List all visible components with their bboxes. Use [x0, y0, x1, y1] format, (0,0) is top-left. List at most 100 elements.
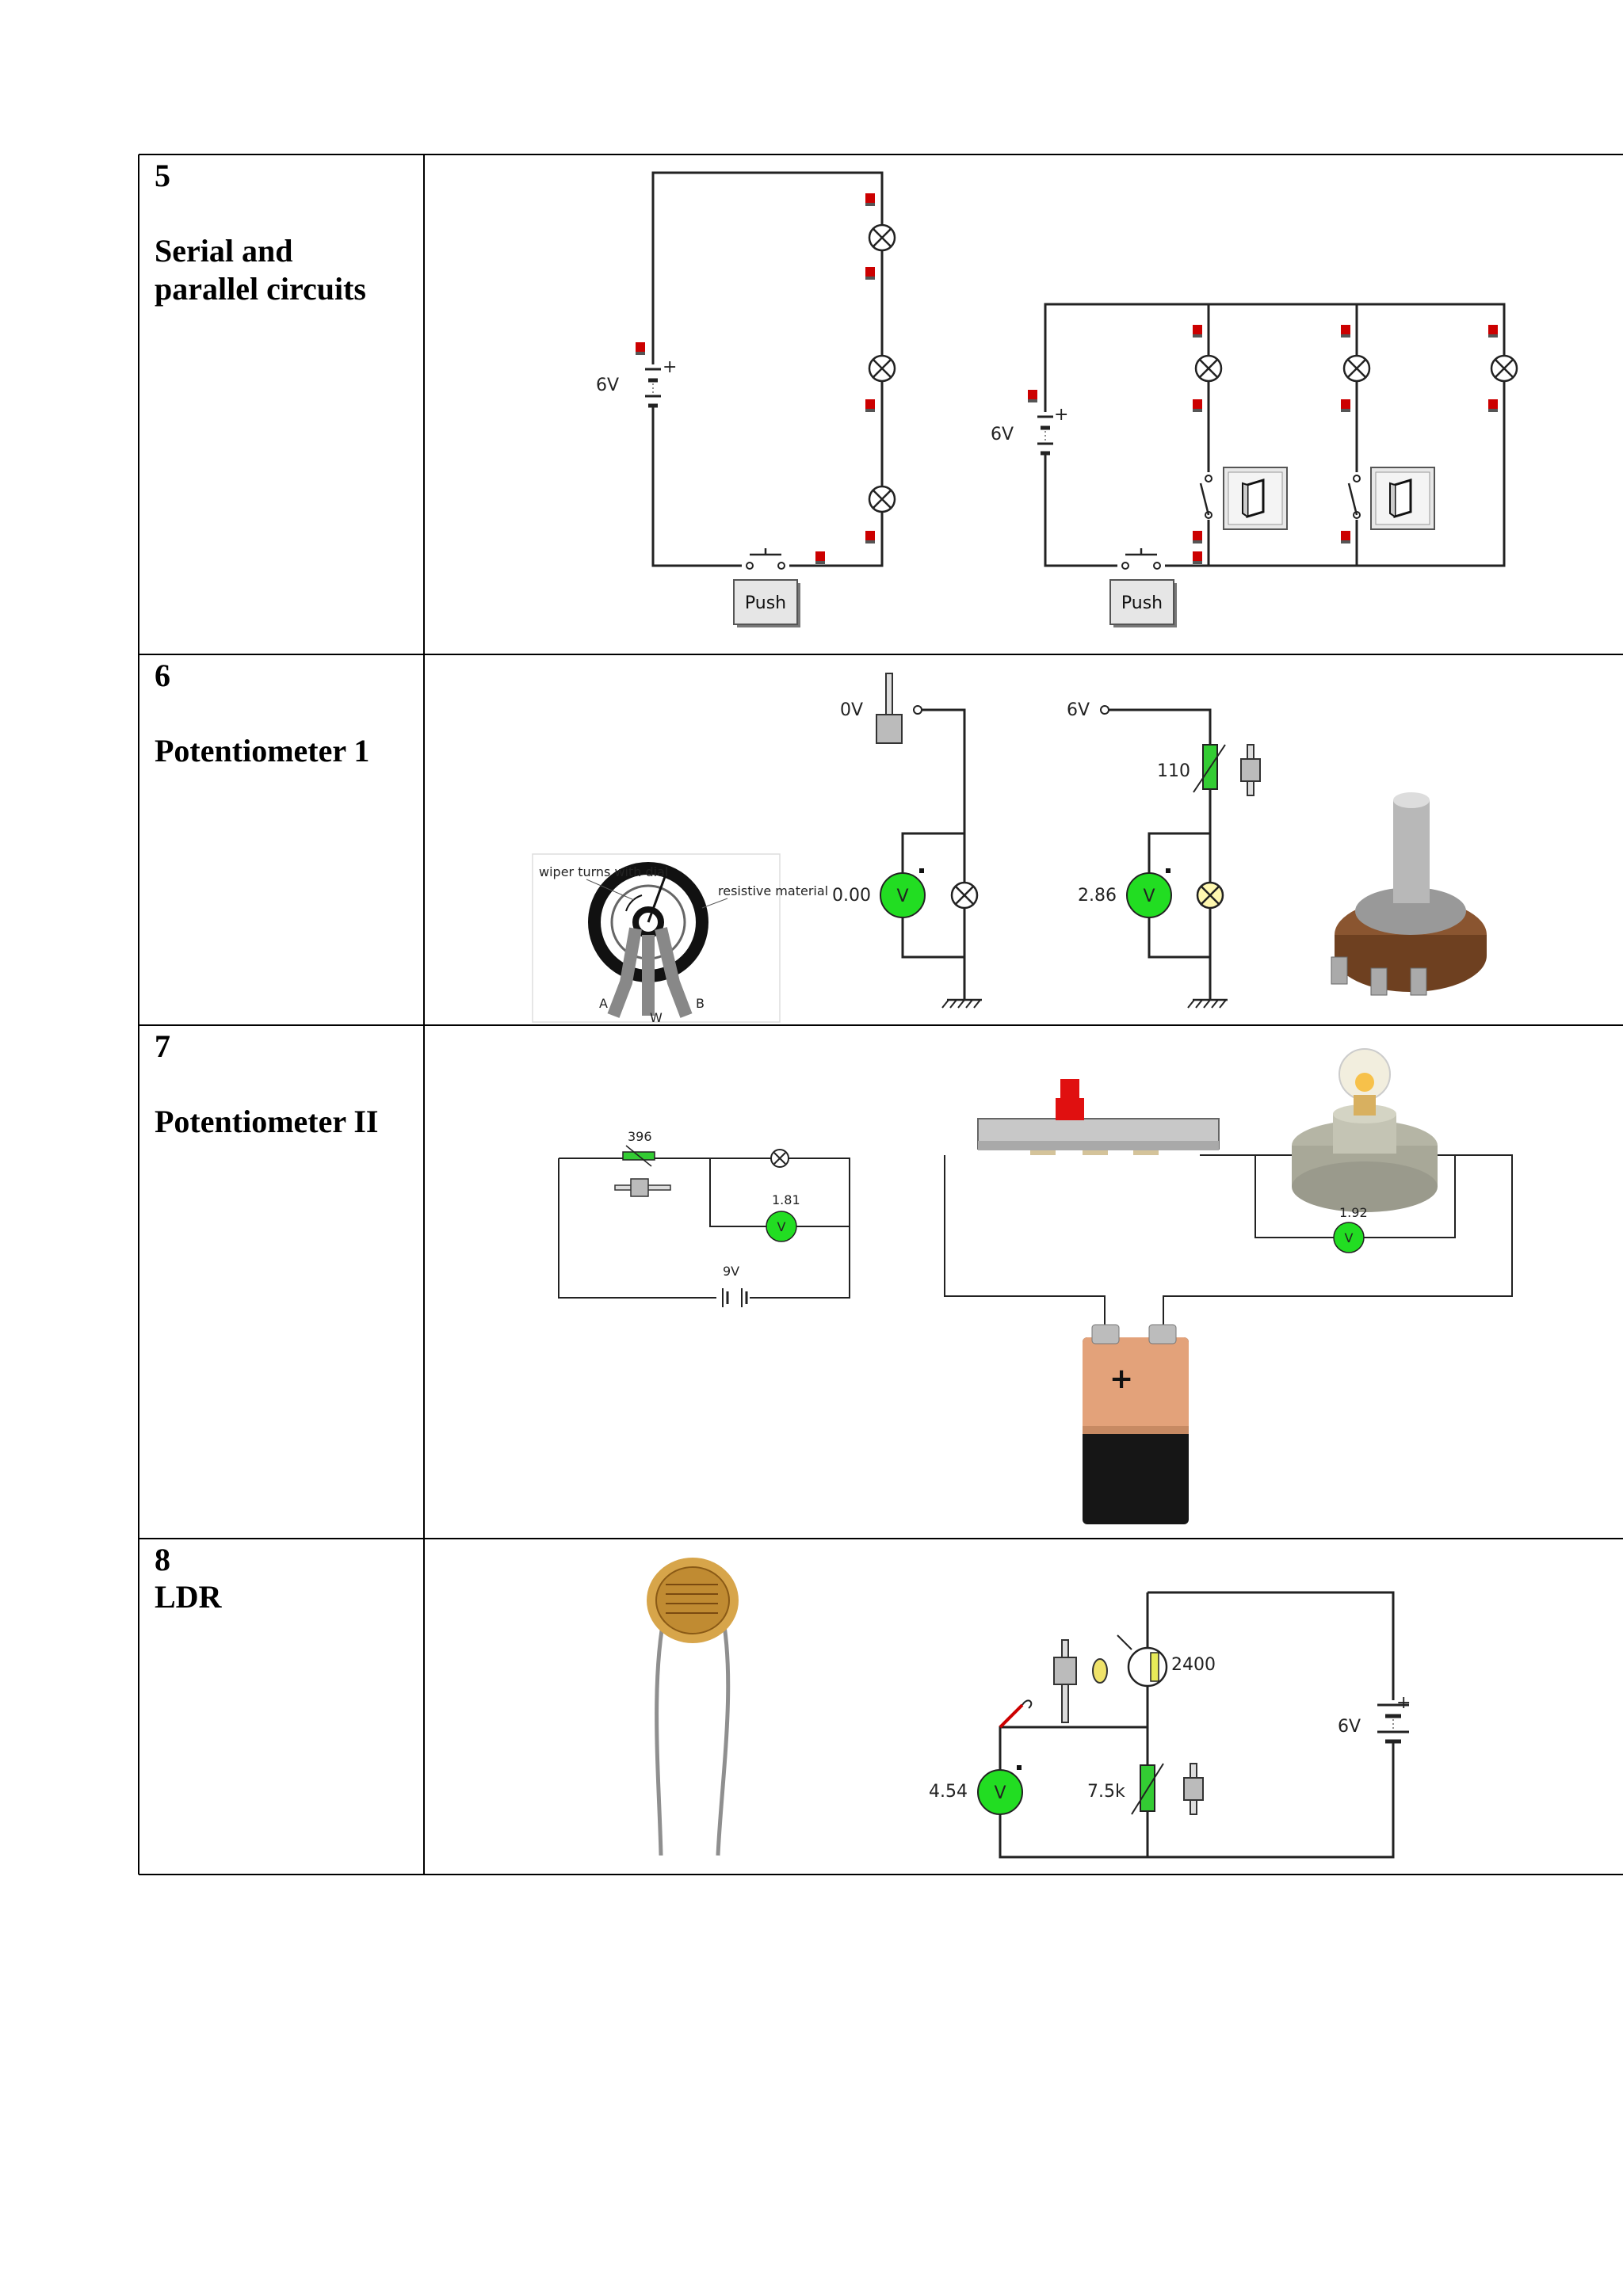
row-title-line: Potentiometer 1 — [155, 733, 369, 769]
push-switch-icon — [742, 548, 789, 572]
row-number: 6 — [155, 658, 170, 693]
pot-value: 7.5k — [1087, 1782, 1125, 1802]
slide-potentiometer-photo — [977, 1079, 1220, 1155]
diagram-caption: resistive material — [718, 883, 828, 898]
battery-label: 6V — [1338, 1717, 1361, 1737]
voltmeter-icon — [1126, 872, 1172, 918]
lamp-icon — [1490, 354, 1518, 383]
marker-icon — [1488, 325, 1498, 338]
probe-icon — [999, 1699, 1033, 1729]
series-circuit: + 6V Push — [596, 171, 896, 627]
parallel-circuit: + 6V — [991, 303, 1518, 627]
battery-9v-photo: + — [1083, 1324, 1189, 1524]
battery-label: 6V — [991, 425, 1014, 444]
light-source-icon[interactable] — [1053, 1639, 1108, 1723]
battery-icon — [716, 1288, 750, 1307]
voltmeter-value: 2.86 — [1078, 886, 1117, 906]
lamp-icon — [1194, 354, 1223, 383]
svg-text:V: V — [994, 1783, 1006, 1803]
marker-icon — [1193, 325, 1202, 338]
marker-icon — [1341, 325, 1350, 338]
voltmeter-icon — [880, 872, 926, 918]
lamp-lit-icon — [1196, 881, 1224, 910]
pot-circuit-2: 6V 110 V 2.86 — [1067, 700, 1261, 1009]
svg-text:V: V — [1345, 1230, 1354, 1245]
voltmeter-value: 0.00 — [832, 886, 871, 906]
potentiometer-photo — [1331, 792, 1487, 996]
marker-icon — [815, 551, 825, 564]
svg-text:V: V — [1143, 887, 1155, 906]
pot-value: 110 — [1157, 761, 1190, 781]
battery-label: 9V — [723, 1264, 739, 1279]
voltmeter-icon — [766, 1211, 797, 1242]
marker-icon — [636, 342, 645, 355]
voltmeter-value: 1.92 — [1339, 1205, 1368, 1220]
ground-icon — [1186, 998, 1229, 1009]
push-switch-icon — [1117, 548, 1165, 572]
row-label-5: 5 Serial and parallel circuits — [155, 158, 366, 307]
row-number: 7 — [155, 1028, 170, 1064]
row-title-line: parallel circuits — [155, 271, 366, 307]
marker-icon — [1193, 531, 1202, 543]
ldr-value: 2400 — [1171, 1655, 1216, 1675]
row-number: 8 — [155, 1542, 170, 1577]
svg-text:+: + — [1396, 1693, 1411, 1713]
terminal-label: A — [599, 996, 608, 1011]
pot-value: 396 — [628, 1129, 652, 1144]
pot-circuit-1: 0V V 0.00 — [832, 673, 983, 1009]
marker-icon — [865, 267, 875, 280]
row-label-8: 8 LDR — [155, 1542, 223, 1615]
lamp-icon — [868, 485, 896, 513]
slider-icon[interactable] — [614, 1178, 671, 1197]
voltmeter-value: 1.81 — [772, 1192, 800, 1207]
lamp-icon — [950, 881, 979, 910]
push-button-label: Push — [745, 593, 786, 613]
marker-icon — [1193, 551, 1202, 564]
marker-icon — [865, 399, 875, 412]
voltmeter-value: 4.54 — [929, 1782, 968, 1802]
row-title-line: Potentiometer II — [155, 1104, 379, 1139]
marker-icon — [1341, 531, 1350, 543]
slider-icon[interactable] — [1183, 1763, 1204, 1815]
source-label: 0V — [840, 700, 863, 720]
terminal-label: W — [650, 1010, 663, 1025]
lamp-icon — [868, 354, 896, 383]
push-button-label: Push — [1121, 593, 1163, 613]
lamp-icon — [868, 223, 896, 252]
row-label-7: 7 Potentiometer II — [155, 1028, 379, 1139]
battery-label: 6V — [596, 376, 619, 395]
ldr-photo — [647, 1558, 739, 1856]
row-number: 5 — [155, 158, 170, 193]
rocker-switch-button[interactable] — [1369, 466, 1436, 531]
ldr-icon — [1127, 1646, 1168, 1688]
potentiometer-diagram: wiper turns with dial resistive material… — [532, 853, 828, 1025]
lamp-icon — [770, 1149, 789, 1168]
marker-icon — [1028, 390, 1037, 402]
svg-text:V: V — [777, 1219, 786, 1234]
row-label-6: 6 Potentiometer 1 — [155, 658, 369, 769]
rocker-switch-button[interactable] — [1222, 466, 1289, 531]
terminal-label: B — [696, 996, 705, 1011]
pot2-circuit-2: V 1.92 + — [944, 1048, 1513, 1524]
lamp-icon — [1342, 354, 1371, 383]
diagram-caption: wiper turns with dial — [539, 864, 668, 879]
svg-text:+: + — [1109, 1363, 1133, 1395]
slider-icon — [876, 673, 903, 744]
table-grid — [138, 154, 1623, 1875]
source-label: 6V — [1067, 700, 1090, 720]
lamp-holder-photo — [1292, 1048, 1438, 1212]
marker-icon — [865, 193, 875, 206]
slider-icon[interactable] — [1240, 744, 1261, 796]
svg-text:+: + — [663, 357, 677, 377]
voltmeter-icon — [1333, 1222, 1365, 1253]
ground-icon — [941, 998, 983, 1009]
push-button[interactable]: Push — [733, 579, 800, 627]
marker-icon — [1193, 399, 1202, 412]
ldr-circuit: + 6V 2400 V 4.54 7.5k — [929, 1591, 1411, 1859]
svg-text:+: + — [1054, 405, 1068, 425]
toggle-switch-icon — [1199, 472, 1215, 520]
push-button[interactable]: Push — [1109, 579, 1177, 627]
marker-icon — [1341, 399, 1350, 412]
marker-icon — [865, 531, 875, 543]
